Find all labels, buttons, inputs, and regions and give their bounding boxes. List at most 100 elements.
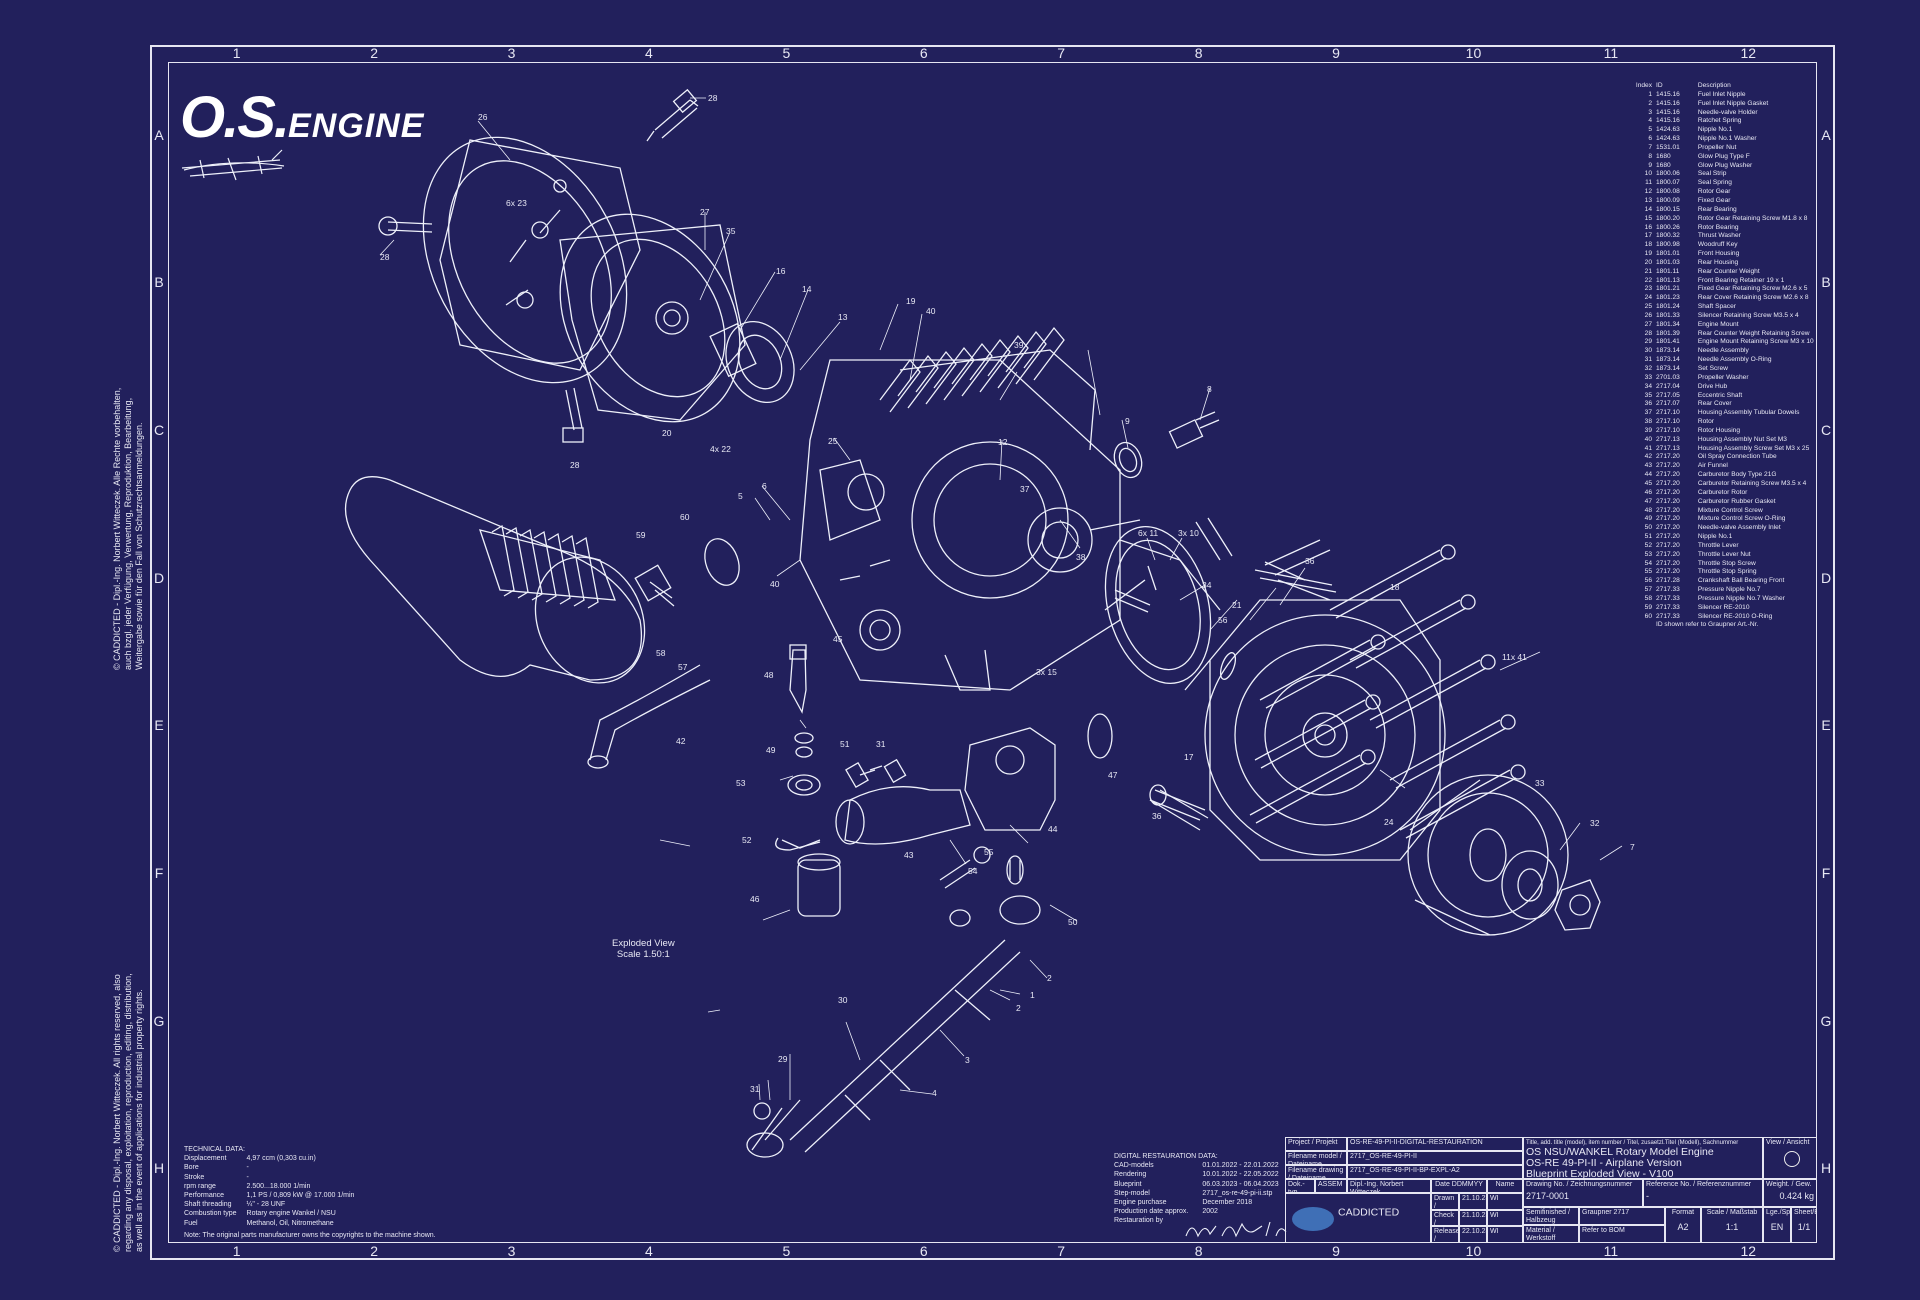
grid-row-label: A (1821, 126, 1831, 143)
grid-row-label: F (1821, 864, 1831, 881)
tb-author: Dipl.-Ing. Norbert Witteczek (1347, 1179, 1431, 1193)
tb-language: Lge./Spr.EN (1763, 1207, 1791, 1243)
tb-semifinished-label: Semifinished / Halbzeug (1523, 1207, 1579, 1225)
bom-cell: Housing Assembly Nut Set M3 (1697, 435, 1787, 443)
bom-cell: Rotor Gear Retaining Screw M1.8 x 8 (1697, 214, 1808, 222)
tb-material-value: Refer to BOM (1579, 1225, 1665, 1243)
bom-cell: 1801.01 (1656, 250, 1680, 258)
bom-cell: Front Bearing Retainer 19 x 1 (1697, 276, 1785, 284)
callout-number: 3 (965, 1055, 970, 1065)
bom-cell: Eccentric Shaft (1697, 391, 1743, 399)
bom-cell: Glow Plug Washer (1697, 161, 1753, 169)
callout-number: 30 (838, 995, 848, 1005)
cooling-fin (1005, 330, 1047, 385)
grid-column-label: 5 (782, 45, 791, 61)
technical-row: Stroke- (184, 1173, 364, 1182)
grid-column-label: 3 (507, 1243, 516, 1259)
bom-cell: Pressure Nipple No.7 Washer (1697, 594, 1785, 602)
callout-number: 11x 41 (1502, 652, 1527, 662)
grid-column-label: 2 (370, 1243, 379, 1259)
grid-column-label: 7 (1057, 45, 1066, 61)
silencer-fin (575, 536, 599, 609)
technical-data-note: Note: The original parts manufacturer ow… (184, 1231, 436, 1239)
bom-cell: 2717.20 (1656, 488, 1680, 496)
callout-number: 35 (726, 226, 736, 236)
callout-number: 9 (1125, 416, 1130, 426)
restauration-row-cell: Blueprint (1114, 1180, 1142, 1188)
technical-row-cell: Methanol, Oil, Nitromethane (246, 1219, 334, 1227)
callout-number: 28 (570, 460, 580, 470)
bom-cell: Needle-valve Holder (1697, 108, 1758, 116)
bom-cell: 43 (1644, 462, 1652, 470)
callout-number: 3x 10 (1178, 528, 1199, 538)
bom-cell: 1531.01 (1656, 143, 1680, 151)
bom-cell: 11 (1645, 179, 1652, 187)
grid-column-label: 8 (1194, 45, 1203, 61)
technical-row-cell: - (246, 1173, 249, 1181)
bom-cell: 26 (1644, 311, 1652, 319)
tb-filename-drawing-label: Filename drawing / Dateiname Zeichn. (1285, 1165, 1347, 1179)
bom-cell: 35 (1644, 391, 1652, 399)
bom-cell: 54 (1644, 559, 1652, 567)
bom-cell: 1800.20 (1656, 214, 1680, 222)
bom-cell: 10 (1644, 170, 1652, 178)
callout-number: 28 (380, 252, 390, 262)
restauration-row: Production date approx.2002 (1114, 1207, 1293, 1216)
grid-column-label: 11 (1603, 45, 1619, 61)
bom-cell: 2717.28 (1656, 577, 1680, 585)
callout-number: 31 (876, 739, 886, 749)
bom-cell: 2717.04 (1656, 382, 1680, 390)
callout-number: 16 (776, 266, 786, 276)
bom-cell: 19 (1644, 250, 1652, 258)
bom-cell: Engine Mount (1697, 320, 1739, 328)
technical-row: Bore- (184, 1163, 364, 1172)
tb-release-label: Release / Freigabe (1431, 1226, 1459, 1243)
bom-cell: 36 (1644, 400, 1652, 408)
tb-check-label: Check / Geprueft (1431, 1210, 1459, 1226)
bom-cell: 2717.20 (1656, 550, 1680, 558)
restauration-row-cell: 2002 (1202, 1208, 1218, 1216)
bom-cell: Housing Assembly Screw Set M3 x 25 (1697, 444, 1810, 452)
callout-number: 31 (750, 1084, 760, 1094)
bom-cell: 2717.20 (1656, 479, 1680, 487)
technical-row-cell: Performance (184, 1192, 225, 1200)
bom-cell: 2717.20 (1656, 471, 1680, 479)
bom-cell: 1800.26 (1656, 223, 1680, 231)
callout-number: 12 (998, 437, 1008, 447)
bom-cell: 45 (1644, 479, 1652, 487)
bom-cell: 1801.03 (1656, 258, 1680, 266)
restauration-row-cell: 10.01.2022 - 22.05.2022 (1202, 1171, 1279, 1179)
bom-cell: Air Funnel (1697, 462, 1728, 470)
bom-cell: 55 (1644, 568, 1652, 576)
bom-cell: 7 (1648, 143, 1652, 151)
technical-row-cell: Combustion type (184, 1210, 237, 1218)
carburetor-part (781, 713, 1113, 917)
callout-number: 1 (1030, 990, 1035, 1000)
callout-number: 49 (766, 745, 776, 755)
bom-cell: 33 (1644, 373, 1652, 381)
bom-cell: Front Housing (1697, 250, 1740, 258)
bom-cell: Crankshaft Ball Bearing Front (1697, 577, 1785, 585)
bom-cell: 1801.13 (1656, 276, 1680, 284)
